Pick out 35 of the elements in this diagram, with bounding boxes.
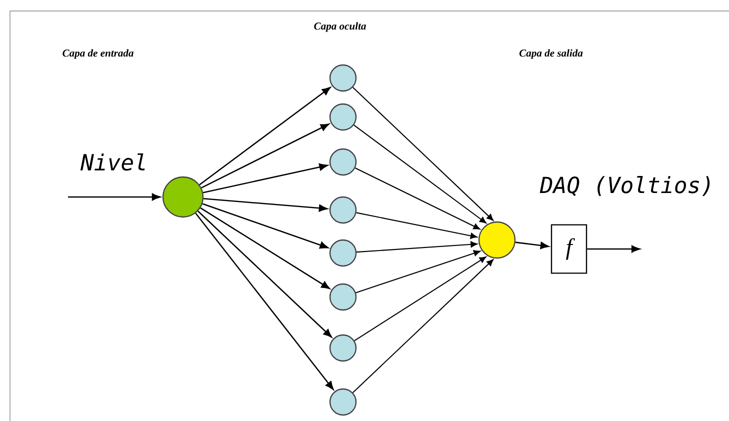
hidden-neuron bbox=[329, 64, 357, 92]
arrow bbox=[201, 124, 330, 188]
hidden-neuron bbox=[329, 148, 357, 176]
hidden-neuron bbox=[329, 283, 357, 311]
arrow bbox=[356, 250, 480, 294]
hidden-neuron bbox=[329, 196, 357, 224]
hidden-neuron bbox=[329, 239, 357, 267]
arrow bbox=[199, 87, 331, 186]
layer-label: Capa de salida bbox=[519, 49, 583, 59]
hidden-neuron bbox=[329, 388, 357, 416]
arrow bbox=[203, 198, 328, 212]
arrow bbox=[356, 241, 478, 253]
arrow bbox=[354, 168, 480, 230]
arrow bbox=[202, 203, 328, 249]
input-neuron bbox=[162, 176, 204, 218]
output-neuron bbox=[478, 221, 516, 259]
hidden-neuron bbox=[329, 103, 357, 131]
arrow bbox=[198, 210, 332, 338]
layer-label: Capa oculta bbox=[314, 22, 366, 32]
arrow bbox=[587, 245, 640, 253]
arrow bbox=[200, 207, 330, 290]
arrow bbox=[354, 124, 486, 224]
arrow bbox=[356, 212, 478, 239]
output-label: DAQ (Voltios) bbox=[540, 176, 710, 196]
edge-label: Nivel bbox=[79, 152, 149, 172]
function-box: f bbox=[550, 224, 588, 274]
arrow bbox=[68, 193, 160, 201]
arrow bbox=[352, 86, 494, 221]
hidden-neuron bbox=[329, 334, 357, 362]
arrow bbox=[195, 212, 334, 390]
arrow bbox=[202, 163, 328, 194]
arrow bbox=[515, 242, 549, 250]
arrow bbox=[354, 256, 486, 342]
arrow bbox=[352, 259, 494, 394]
layer-label: Capa de entrada bbox=[62, 49, 134, 59]
